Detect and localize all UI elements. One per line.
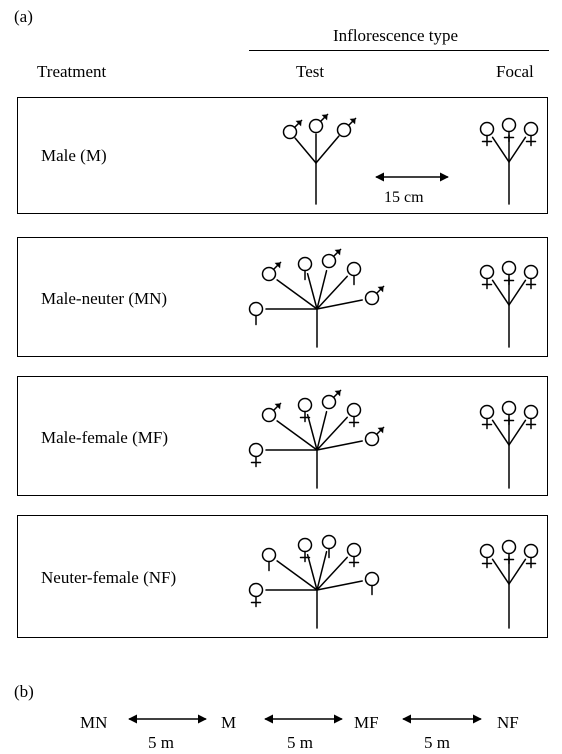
flower-female-test-3-0 xyxy=(250,584,263,607)
flower-female-focal-3-1 xyxy=(503,541,516,564)
flower-female-focal-2-0 xyxy=(481,406,494,429)
flower-male-test-2-5 xyxy=(366,427,384,445)
inflorescence-focal-2 xyxy=(481,402,538,489)
inflorescence-focal-3 xyxy=(481,541,538,629)
flower-male-test-2-3 xyxy=(323,390,341,408)
flower-female-focal-1-0 xyxy=(481,266,494,289)
flower-neuter-test-3-5 xyxy=(366,573,379,595)
flower-male-test-0-0 xyxy=(284,120,302,138)
flower-female-focal-1-1 xyxy=(503,262,516,285)
flower-female-test-3-4 xyxy=(348,544,361,567)
flower-female-focal-1-2 xyxy=(525,266,538,289)
inflorescence-test-3 xyxy=(250,536,379,629)
inflorescence-test-1 xyxy=(250,249,384,347)
flower-female-test-2-2 xyxy=(299,399,312,422)
flower-male-test-1-5 xyxy=(366,286,384,304)
flower-female-focal-0-0 xyxy=(481,123,494,146)
inflorescence-focal-1 xyxy=(481,262,538,348)
flower-female-focal-3-0 xyxy=(481,545,494,568)
flower-female-focal-2-1 xyxy=(503,402,516,425)
flower-neuter-test-3-3 xyxy=(323,536,336,558)
flower-male-test-2-1 xyxy=(263,403,281,421)
flower-neuter-test-1-0 xyxy=(250,303,263,325)
flower-female-test-3-2 xyxy=(299,539,312,562)
flower-male-test-1-3 xyxy=(323,249,341,267)
flower-neuter-test-1-2 xyxy=(299,258,312,280)
inflorescence-test-0 xyxy=(284,114,356,204)
flower-male-test-1-1 xyxy=(263,262,281,280)
flower-neuter-test-1-4 xyxy=(348,263,361,285)
flower-female-test-2-4 xyxy=(348,404,361,427)
flower-female-focal-2-2 xyxy=(525,406,538,429)
flower-neuter-test-3-1 xyxy=(263,549,276,571)
flower-female-test-2-0 xyxy=(250,444,263,467)
flower-male-test-0-2 xyxy=(338,118,356,136)
flower-female-focal-3-2 xyxy=(525,545,538,568)
flower-female-focal-0-2 xyxy=(525,123,538,146)
flower-male-test-0-1 xyxy=(310,114,328,132)
inflorescence-focal-0 xyxy=(481,119,538,205)
inflorescence-test-2 xyxy=(250,390,384,488)
flower-female-focal-0-1 xyxy=(503,119,516,142)
